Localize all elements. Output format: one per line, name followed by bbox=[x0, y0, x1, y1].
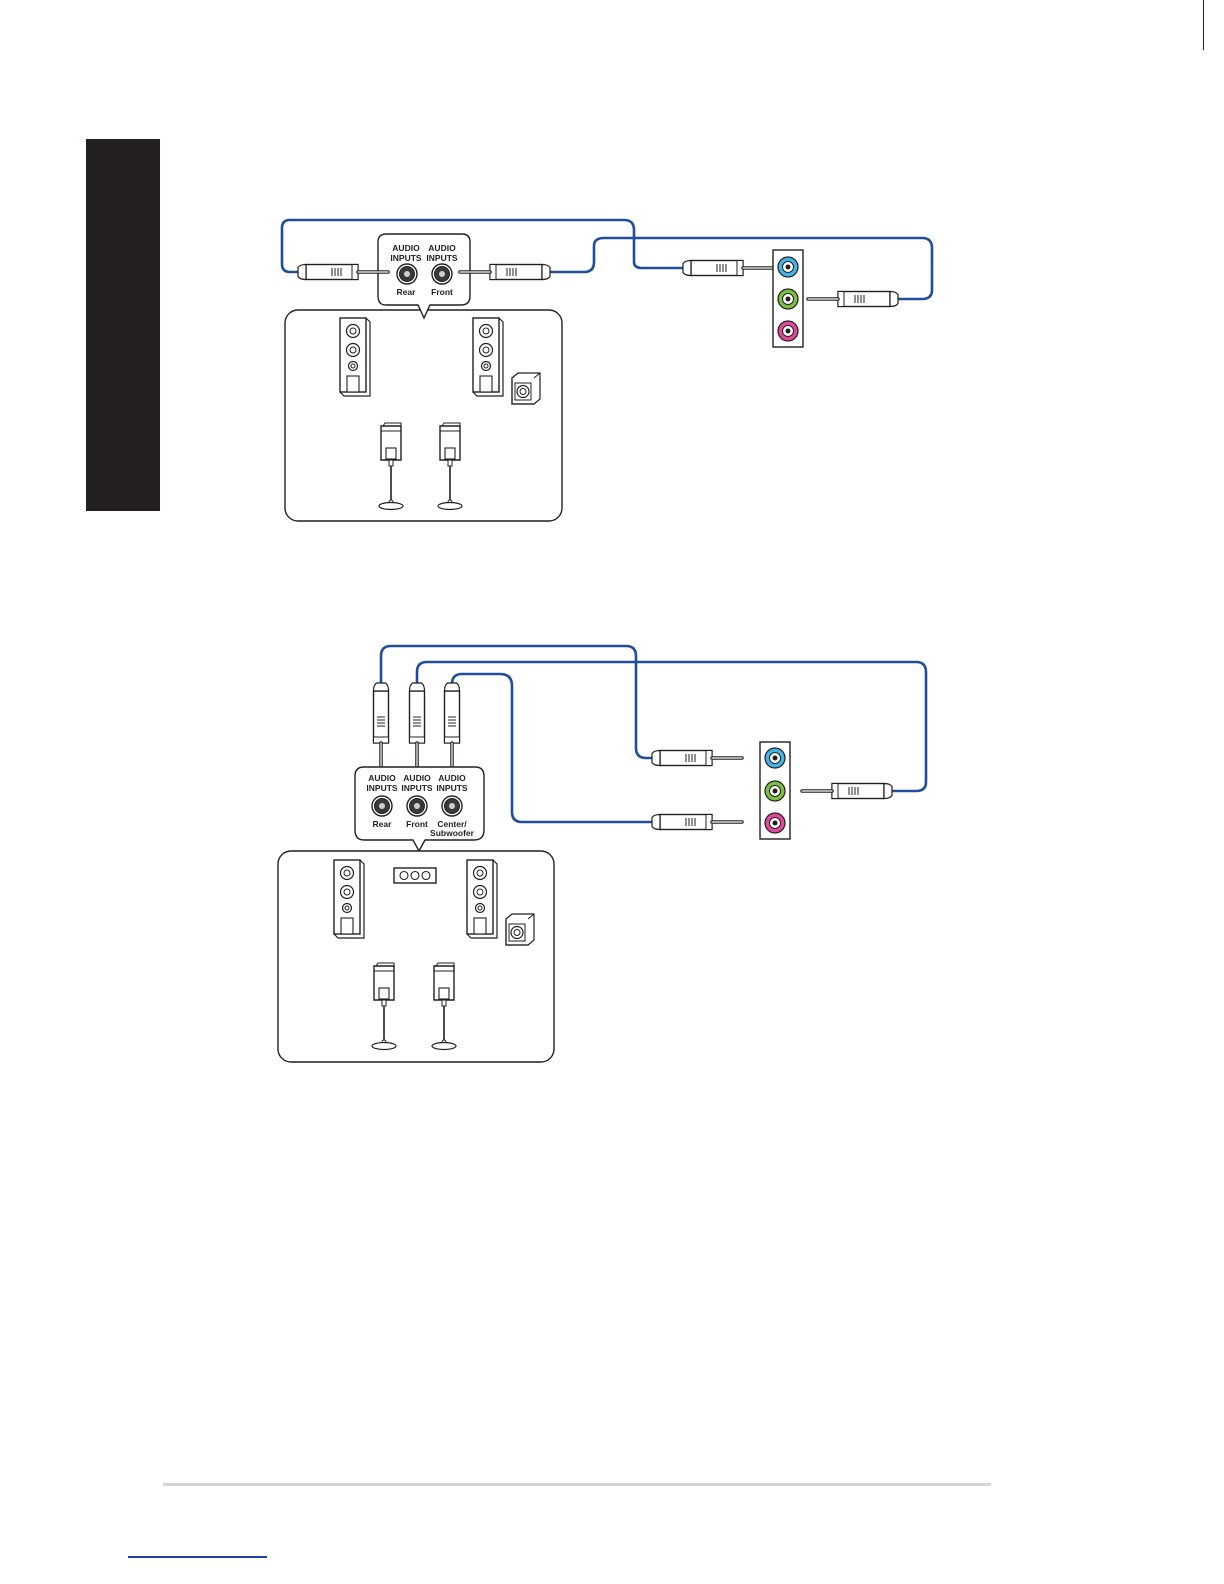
cable-front bbox=[417, 662, 926, 791]
jack-label-subwoofer: Subwoofer bbox=[430, 828, 475, 838]
pc-mic-plug bbox=[652, 815, 742, 830]
front-right-speaker bbox=[473, 318, 503, 396]
rear-plug bbox=[374, 683, 389, 773]
jack-box-heading: INPUTS bbox=[401, 783, 433, 793]
jack-label-rear: Rear bbox=[373, 819, 393, 829]
front-input-socket bbox=[407, 796, 427, 816]
center-speaker bbox=[394, 868, 436, 883]
rear-plug bbox=[298, 265, 388, 280]
diagram-4-channel: AUDIO INPUTS AUDIO INPUTS Rear Front bbox=[282, 220, 932, 521]
rear-input-socket bbox=[372, 796, 392, 816]
jack-label-front: Front bbox=[431, 287, 453, 297]
jack-box-heading: AUDIO bbox=[428, 243, 456, 253]
center-subwoofer-input-socket bbox=[442, 796, 462, 816]
pc-line-out-port bbox=[778, 289, 798, 309]
subwoofer bbox=[512, 373, 540, 404]
pc-line-out-plug bbox=[808, 292, 898, 307]
jack-box-heading: INPUTS bbox=[426, 253, 458, 263]
pc-line-out-port bbox=[765, 781, 785, 801]
jack-box-heading: AUDIO bbox=[368, 773, 396, 783]
pc-line-out-plug bbox=[802, 784, 892, 799]
speaker-layout-box bbox=[285, 310, 562, 521]
pc-line-in-plug bbox=[683, 261, 773, 276]
front-plug bbox=[460, 265, 550, 280]
jack-box-heading: INPUTS bbox=[390, 253, 422, 263]
jack-box-heading: INPUTS bbox=[436, 783, 468, 793]
rear-input-socket bbox=[397, 264, 417, 284]
front-input-socket bbox=[432, 264, 452, 284]
jack-box-heading: AUDIO bbox=[403, 773, 431, 783]
pc-line-in-port bbox=[778, 257, 798, 277]
jack-box-heading: AUDIO bbox=[438, 773, 466, 783]
front-right-speaker bbox=[467, 860, 497, 938]
jack-box-heading: INPUTS bbox=[366, 783, 398, 793]
center-subwoofer-plug bbox=[445, 683, 460, 773]
pc-line-in-port bbox=[765, 748, 785, 768]
pc-mic-port bbox=[765, 813, 785, 833]
pc-line-in-plug bbox=[652, 751, 742, 766]
subwoofer bbox=[506, 914, 534, 945]
front-plug bbox=[410, 683, 425, 773]
jack-label-front: Front bbox=[406, 819, 428, 829]
pc-mic-port bbox=[778, 321, 798, 341]
front-left-speaker bbox=[340, 318, 370, 396]
front-left-speaker bbox=[334, 860, 364, 938]
jack-label-rear: Rear bbox=[397, 287, 417, 297]
jack-box-heading: AUDIO bbox=[392, 243, 420, 253]
diagram-6-channel: AUDIO INPUTS AUDIO INPUTS AUDIO INPUTS R… bbox=[278, 646, 926, 1062]
